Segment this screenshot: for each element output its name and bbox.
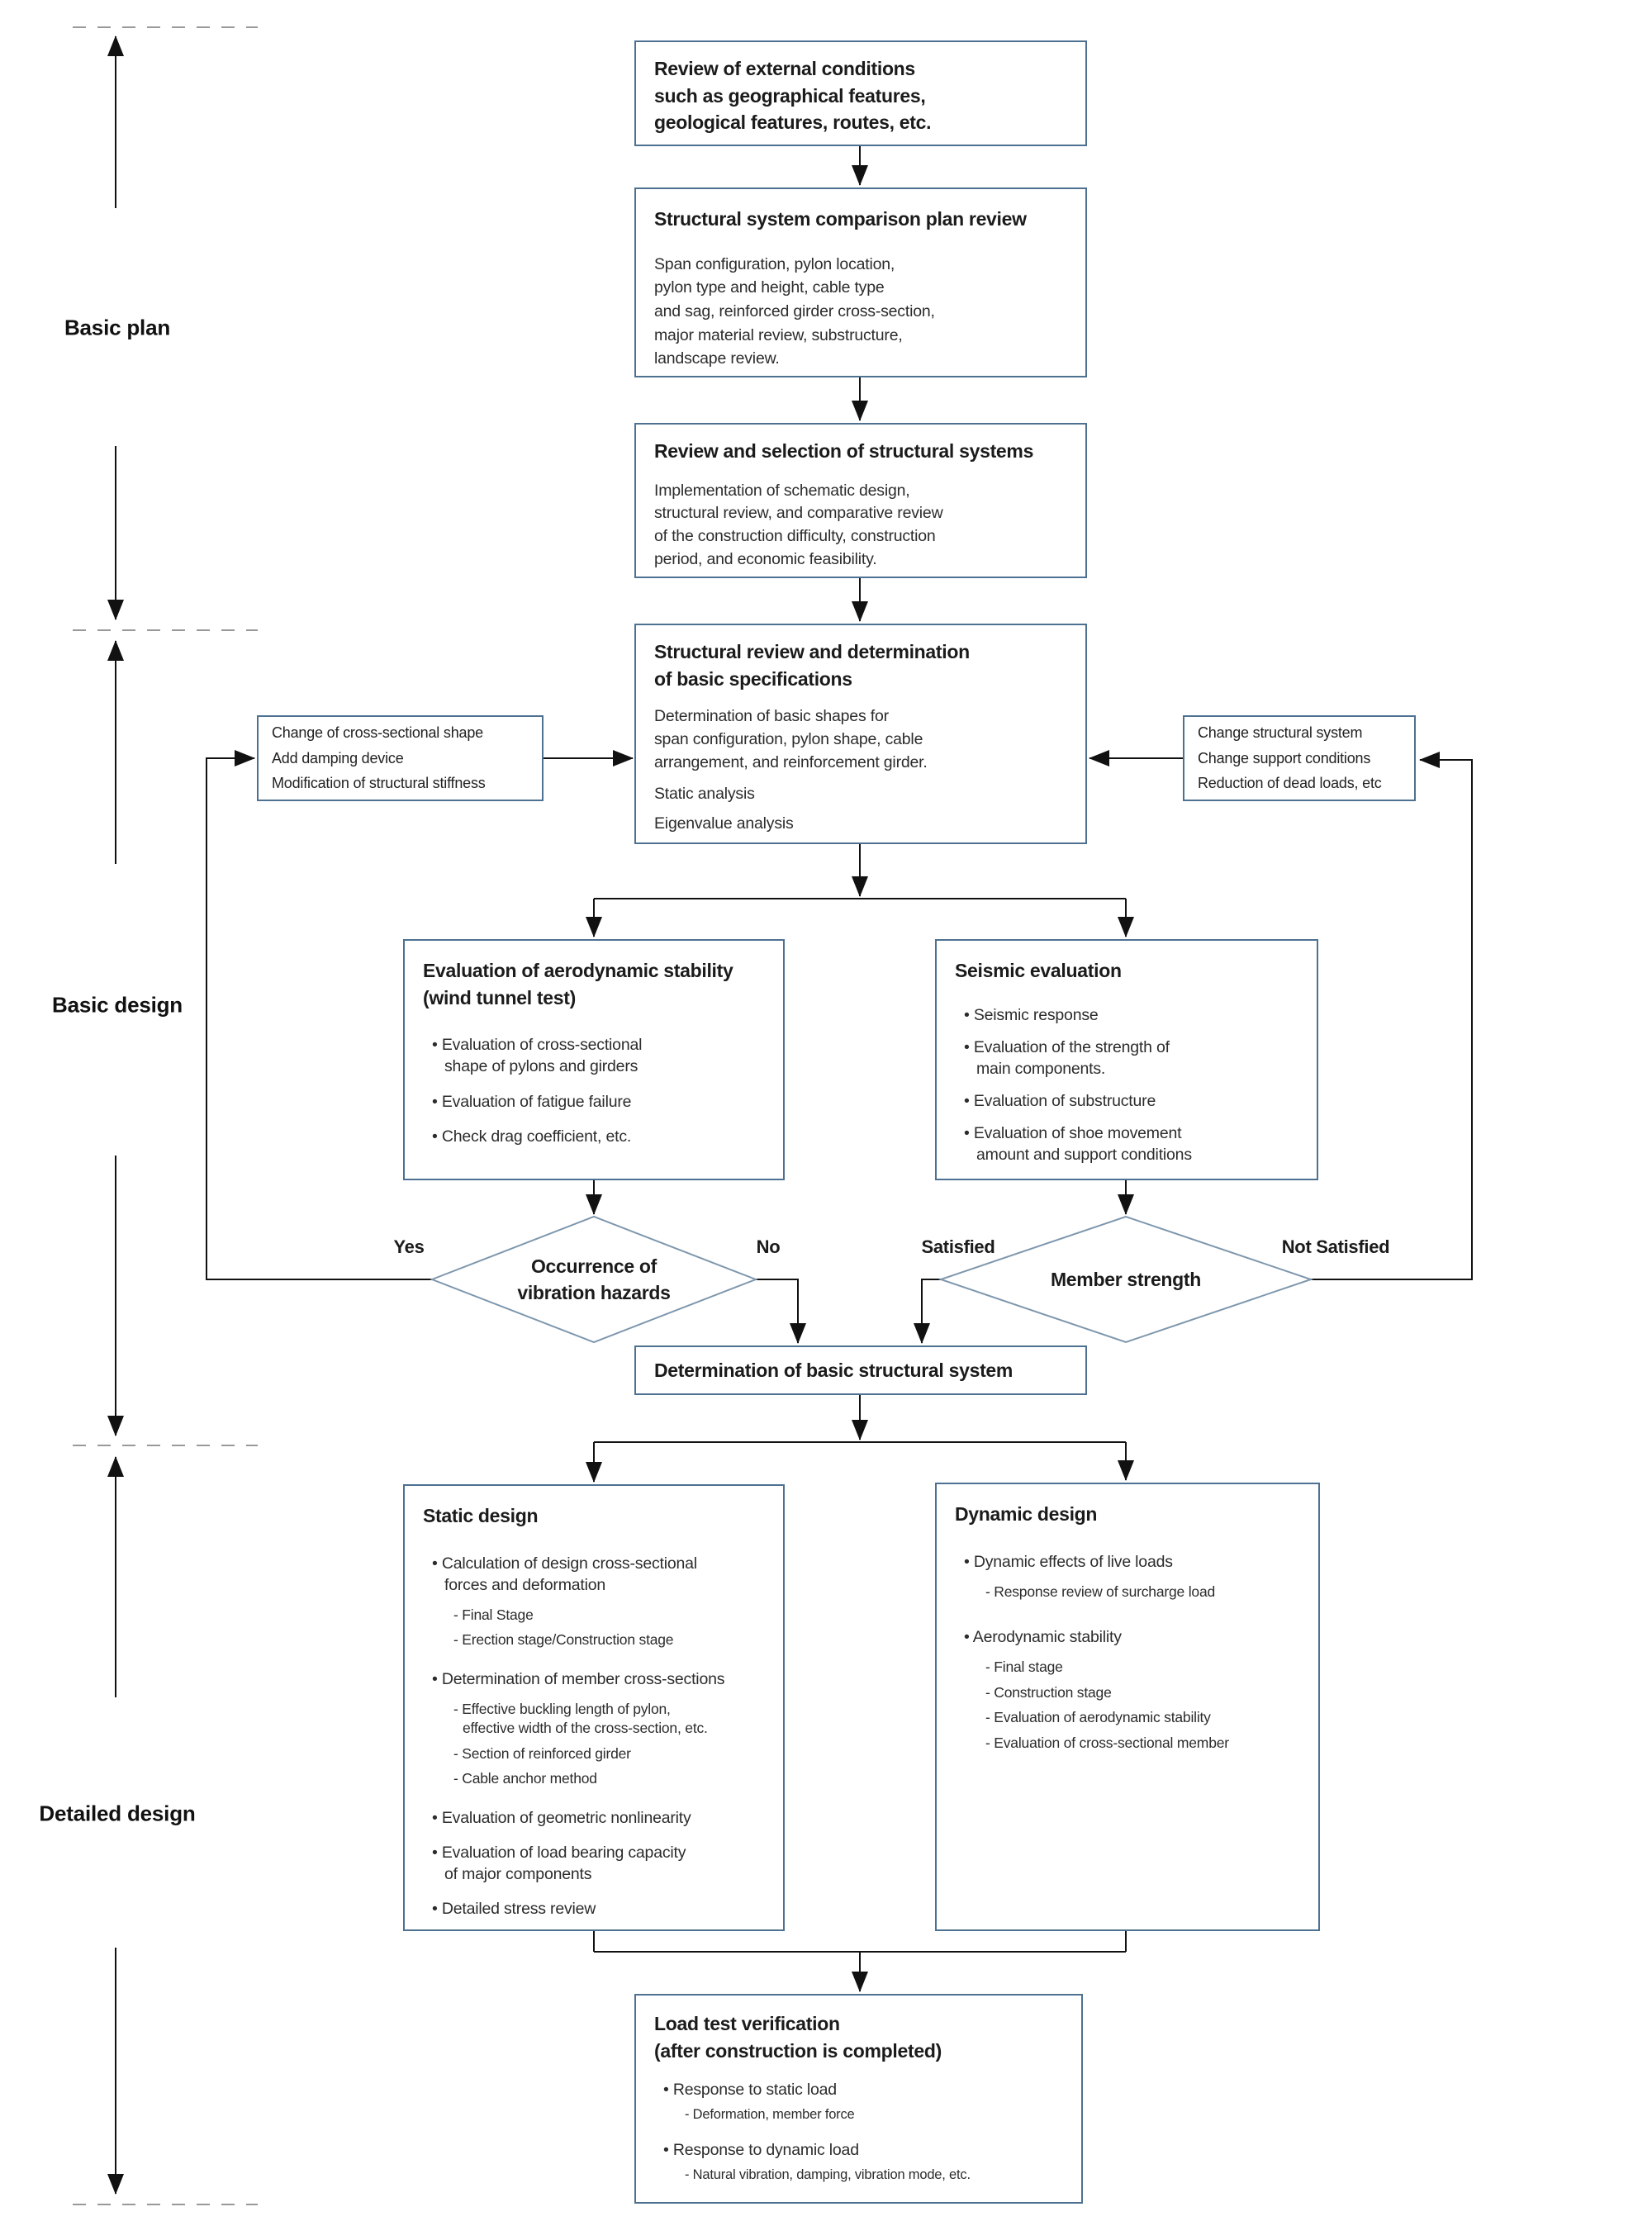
phase-label-detailed-design: Detailed design (39, 1801, 196, 1826)
node-review-selection-systems: Review and selection of structural syste… (634, 423, 1087, 578)
node-body: Change structural system Change support … (1198, 724, 1382, 792)
bullet-subitem: - Final Stage (453, 1606, 534, 1623)
decision-vibration-hazards-label: Occurrence of vibration hazards (517, 1255, 671, 1303)
connector-no-to-basic-system (756, 1279, 806, 1344)
node-load-test-verification: Load test verification (after constructi… (634, 1994, 1083, 2204)
node-title: Determination of basic structural system (654, 1359, 1014, 1381)
node-body: Change of cross-sectional shape Add damp… (272, 724, 486, 792)
node-title: Dynamic design (955, 1503, 1098, 1525)
node-review-external-conditions: Review of external conditions such as ge… (634, 40, 1087, 146)
bullet-subitem: - Cable anchor method (453, 1770, 597, 1787)
bullet-subitem: - Deformation, member force (685, 2107, 855, 2123)
bullet-item: • Evaluation of the strength of main com… (964, 1037, 1170, 1078)
node-body: Determination of basic shapes for span c… (654, 707, 928, 771)
bullet-subitem: - Construction stage (985, 1683, 1112, 1701)
flow-connectors (206, 146, 1473, 1992)
node-static-design: Static design • Calculation of design cr… (403, 1484, 785, 1931)
node-title: Structural review and determination of b… (654, 641, 970, 690)
node-basic-specifications: Structural review and determination of b… (634, 624, 1087, 844)
bullet-item: • Aerodynamic stability (964, 1628, 1122, 1647)
bullet-item: • Calculation of design cross-sectional … (432, 1554, 697, 1594)
node-title: Structural system comparison plan review (654, 208, 1027, 230)
bullet-item: • Evaluation of load bearing capacity of… (432, 1843, 686, 1883)
bullet-subitem: - Response review of surcharge load (985, 1583, 1216, 1600)
branch-label-not-satisfied: Not Satisfied (1281, 1236, 1390, 1257)
node-title: Review and selection of structural syste… (654, 440, 1034, 462)
phase-label-basic-plan: Basic plan (64, 315, 171, 340)
diamond-vibration-hazards (430, 1215, 758, 1344)
node-analysis-item: Eigenvalue analysis (654, 814, 794, 833)
branch-label-no: No (756, 1236, 781, 1257)
bullet-item: • Determination of member cross-sections (432, 1669, 725, 1688)
decision-diamonds (430, 1215, 1314, 1344)
bullet-item: • Evaluation of geometric nonlinearity (432, 1808, 691, 1827)
phase-dividers (73, 26, 258, 2205)
bullet-item: • Seismic response (964, 1005, 1099, 1024)
branch-label-yes: Yes (393, 1236, 425, 1257)
bullet-item: • Evaluation of cross-sectional shape of… (432, 1036, 643, 1076)
bullet-subitem: - Section of reinforced girder (453, 1744, 631, 1762)
decision-member-strength-label: Member strength (1050, 1268, 1202, 1290)
bullet-item: • Evaluation of shoe movement amount and… (964, 1124, 1192, 1165)
phase-label-basic-design: Basic design (52, 992, 183, 1018)
node-title: Evaluation of aerodynamic stability (win… (423, 960, 733, 1008)
bullet-item: • Response to static load (663, 2081, 837, 2100)
node-change-structural-system: Change structural system Change support … (1183, 715, 1416, 801)
node-dynamic-design: Dynamic design • Dynamic effects of live… (935, 1483, 1320, 1931)
bullet-subitem: - Erection stage/Construction stage (453, 1631, 674, 1649)
bullet-subitem: - Evaluation of cross-sectional member (985, 1734, 1229, 1751)
connector-satisfied-to-basic-system (914, 1279, 941, 1344)
bullet-item: • Check drag coefficient, etc. (432, 1127, 632, 1146)
node-aerodynamic-evaluation: Evaluation of aerodynamic stability (win… (403, 939, 785, 1180)
node-comparison-plan-review: Structural system comparison plan review… (634, 187, 1087, 377)
node-change-cross-section: Change of cross-sectional shape Add damp… (257, 715, 544, 801)
node-title: Load test verification (after constructi… (654, 2013, 942, 2062)
node-title: Seismic evaluation (955, 960, 1122, 981)
bullet-subitem: - Final stage (985, 1659, 1063, 1676)
bullet-item: • Dynamic effects of live loads (964, 1552, 1173, 1571)
branch-label-satisfied: Satisfied (921, 1236, 995, 1257)
diamond-member-strength (938, 1215, 1314, 1344)
bullet-item: • Evaluation of substructure (964, 1092, 1156, 1111)
bullet-subitem: - Effective buckling length of pylon, ef… (453, 1700, 708, 1737)
node-title: Static design (423, 1505, 539, 1526)
bullet-item: • Detailed stress review (432, 1900, 596, 1919)
connector-yes-feedback (206, 750, 432, 1280)
node-body: Span configuration, pylon location, pylo… (654, 254, 935, 368)
node-analysis-item: Static analysis (654, 785, 755, 804)
node-body: Implementation of schematic design, stru… (654, 481, 943, 568)
node-basic-structural-system: Determination of basic structural system (634, 1345, 1087, 1395)
bullet-item: • Evaluation of fatigue failure (432, 1092, 632, 1111)
node-seismic-evaluation: Seismic evaluation • Seismic response • … (935, 939, 1318, 1180)
connector-notsatisfied-feedback (1311, 752, 1473, 1280)
node-title: Review of external conditions such as ge… (654, 58, 932, 134)
bullet-subitem: - Evaluation of aerodynamic stability (985, 1709, 1211, 1726)
bullet-item: • Response to dynamic load (663, 2140, 859, 2159)
bullet-subitem: - Natural vibration, damping, vibration … (685, 2166, 971, 2182)
